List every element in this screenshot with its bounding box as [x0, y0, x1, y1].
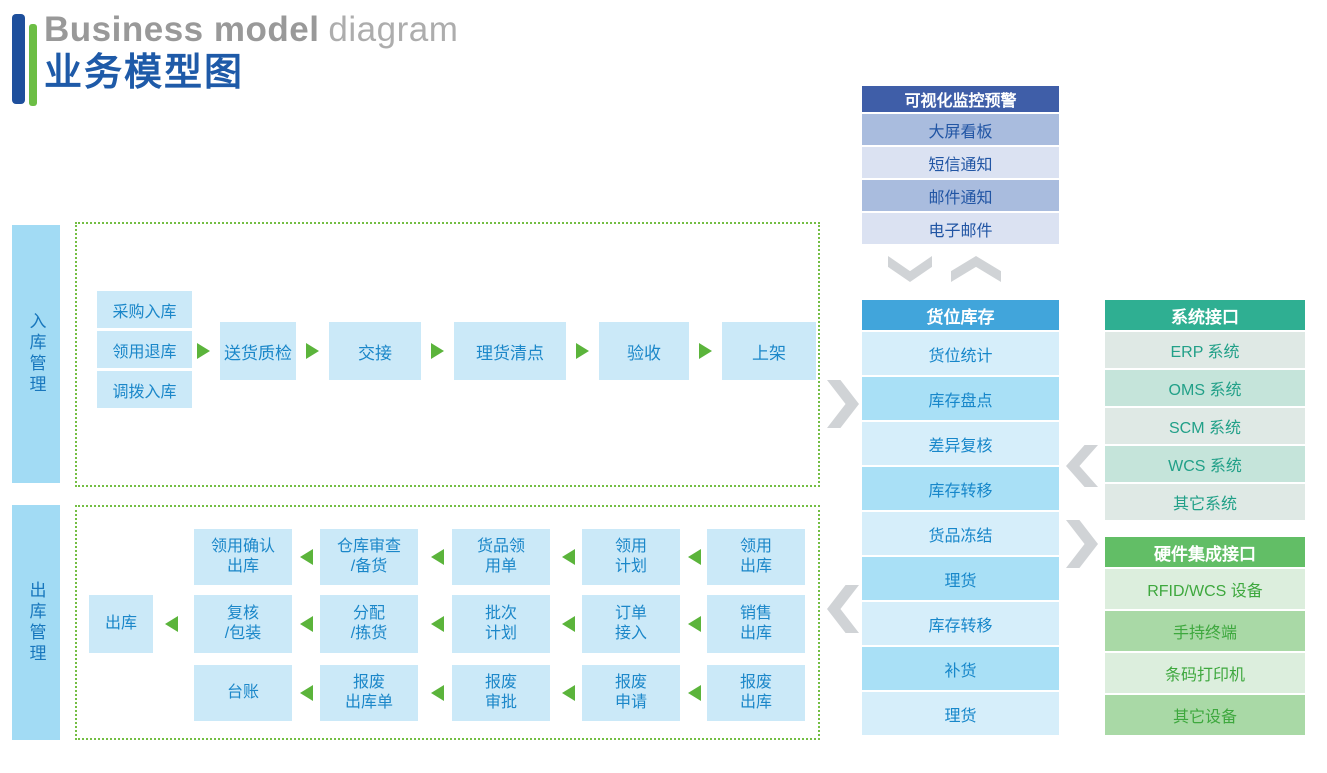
inbound-flow: 送货质检 交接 理货清点 验收 上架: [197, 322, 816, 380]
inbound-source-box: 采购入库: [97, 291, 192, 328]
inventory-panel: 货位库存 货位统计 库存盘点 差异复核 库存转移 货品冻结 理货 库存转移 补货…: [862, 300, 1059, 735]
outbound-row-scrap: 台账 报废 出库单 报废 审批 报废 申请 报废 出库: [77, 665, 818, 721]
outbound-box: 销售 出库: [707, 595, 805, 653]
chevron-left-icon: [827, 585, 859, 633]
page-title: 业务模型图: [44, 52, 245, 94]
triangle-right-icon: [197, 343, 210, 359]
hardware-item: 其它设备: [1105, 695, 1305, 735]
inbound-source-box: 调拨入库: [97, 371, 192, 408]
triangle-left-icon: [562, 549, 575, 565]
inbound-source-stack: 采购入库 领用退库 调拨入库: [97, 291, 192, 408]
title-english-bold: Business model: [44, 10, 320, 49]
triangle-left-icon: [431, 685, 444, 701]
inbound-flow-box: 验收: [599, 322, 689, 380]
monitor-panel: 可视化监控预警 大屏看板 短信通知 邮件通知 电子邮件: [862, 86, 1059, 244]
hardware-item: RFID/WCS 设备: [1105, 569, 1305, 609]
outbound-box: 报废 出库单: [320, 665, 418, 721]
hardware-interface-panel: 硬件集成接口 RFID/WCS 设备 手持终端 条码打印机 其它设备: [1105, 537, 1305, 735]
system-item: 其它系统: [1105, 484, 1305, 520]
inventory-item: 补货: [862, 647, 1059, 690]
inbound-section: 采购入库 领用退库 调拨入库 送货质检 交接 理货清点 验收 上架: [75, 222, 820, 487]
outbound-box: 订单 接入: [582, 595, 680, 653]
inbound-section-label: 入库管理: [12, 225, 60, 483]
inventory-item: 理货: [862, 557, 1059, 600]
hardware-item: 条码打印机: [1105, 653, 1305, 693]
monitor-item: 电子邮件: [862, 213, 1059, 244]
triangle-left-icon: [165, 616, 178, 632]
inventory-item: 货品冻结: [862, 512, 1059, 555]
triangle-left-icon: [431, 549, 444, 565]
inventory-item: 理货: [862, 692, 1059, 735]
triangle-left-icon: [688, 549, 701, 565]
monitor-panel-header: 可视化监控预警: [862, 86, 1059, 112]
inventory-item: 库存转移: [862, 602, 1059, 645]
outbound-box: 分配 /拣货: [320, 595, 418, 653]
outbound-box: 领用 出库: [707, 529, 805, 585]
chevron-right-icon: [827, 380, 859, 428]
triangle-left-icon: [562, 616, 575, 632]
chevron-up-icon: [951, 256, 1001, 282]
title-english-light: diagram: [328, 10, 459, 49]
outbound-section-label: 出库管理: [12, 505, 60, 740]
triangle-left-icon: [300, 616, 313, 632]
hardware-panel-header: 硬件集成接口: [1105, 537, 1305, 567]
monitor-item: 短信通知: [862, 147, 1059, 178]
outbound-box: 仓库审查 /备货: [320, 529, 418, 585]
inventory-item: 差异复核: [862, 422, 1059, 465]
chevron-down-icon: [888, 256, 932, 282]
outbound-box: 批次 计划: [452, 595, 550, 653]
inbound-flow-box: 理货清点: [454, 322, 566, 380]
title-accent-bar-blue: [12, 14, 25, 104]
outbound-box: 报废 出库: [707, 665, 805, 721]
monitor-item: 大屏看板: [862, 114, 1059, 145]
triangle-left-icon: [688, 685, 701, 701]
system-item: OMS 系统: [1105, 370, 1305, 406]
inbound-source-box: 领用退库: [97, 331, 192, 368]
chevron-left-icon: [1066, 445, 1098, 487]
outbound-box: 领用 计划: [582, 529, 680, 585]
triangle-right-icon: [576, 343, 589, 359]
chevron-right-icon: [1066, 520, 1098, 568]
triangle-left-icon: [300, 685, 313, 701]
monitor-item: 邮件通知: [862, 180, 1059, 211]
inventory-panel-header: 货位库存: [862, 300, 1059, 330]
title-accent-bar-green: [29, 24, 37, 106]
triangle-right-icon: [431, 343, 444, 359]
outbound-row-sales: 出库 复核 /包装 分配 /拣货 批次 计划 订单 接入 销售 出库: [77, 595, 818, 653]
system-panel-header: 系统接口: [1105, 300, 1305, 330]
outbound-box: 台账: [194, 665, 292, 721]
outbound-section: 领用确认 出库 仓库审查 /备货 货品领 用单 领用 计划 领用 出库 出库 复…: [75, 505, 820, 740]
system-interface-panel: 系统接口 ERP 系统 OMS 系统 SCM 系统 WCS 系统 其它系统: [1105, 300, 1305, 520]
outbound-box: 出库: [89, 595, 153, 653]
outbound-box: 货品领 用单: [452, 529, 550, 585]
outbound-row-requisition: 领用确认 出库 仓库审查 /备货 货品领 用单 领用 计划 领用 出库: [77, 529, 818, 585]
system-item: ERP 系统: [1105, 332, 1305, 368]
system-item: SCM 系统: [1105, 408, 1305, 444]
inventory-item: 库存盘点: [862, 377, 1059, 420]
inventory-item: 库存转移: [862, 467, 1059, 510]
system-item: WCS 系统: [1105, 446, 1305, 482]
inventory-item: 货位统计: [862, 332, 1059, 375]
hardware-item: 手持终端: [1105, 611, 1305, 651]
inbound-flow-box: 上架: [722, 322, 816, 380]
triangle-left-icon: [431, 616, 444, 632]
inbound-flow-box: 送货质检: [220, 322, 296, 380]
outbound-box: 复核 /包装: [194, 595, 292, 653]
outbound-box: 领用确认 出库: [194, 529, 292, 585]
triangle-right-icon: [306, 343, 319, 359]
inbound-flow-box: 交接: [329, 322, 421, 380]
triangle-left-icon: [300, 549, 313, 565]
triangle-right-icon: [699, 343, 712, 359]
triangle-left-icon: [688, 616, 701, 632]
outbound-box: 报废 审批: [452, 665, 550, 721]
triangle-left-icon: [562, 685, 575, 701]
outbound-box: 报废 申请: [582, 665, 680, 721]
